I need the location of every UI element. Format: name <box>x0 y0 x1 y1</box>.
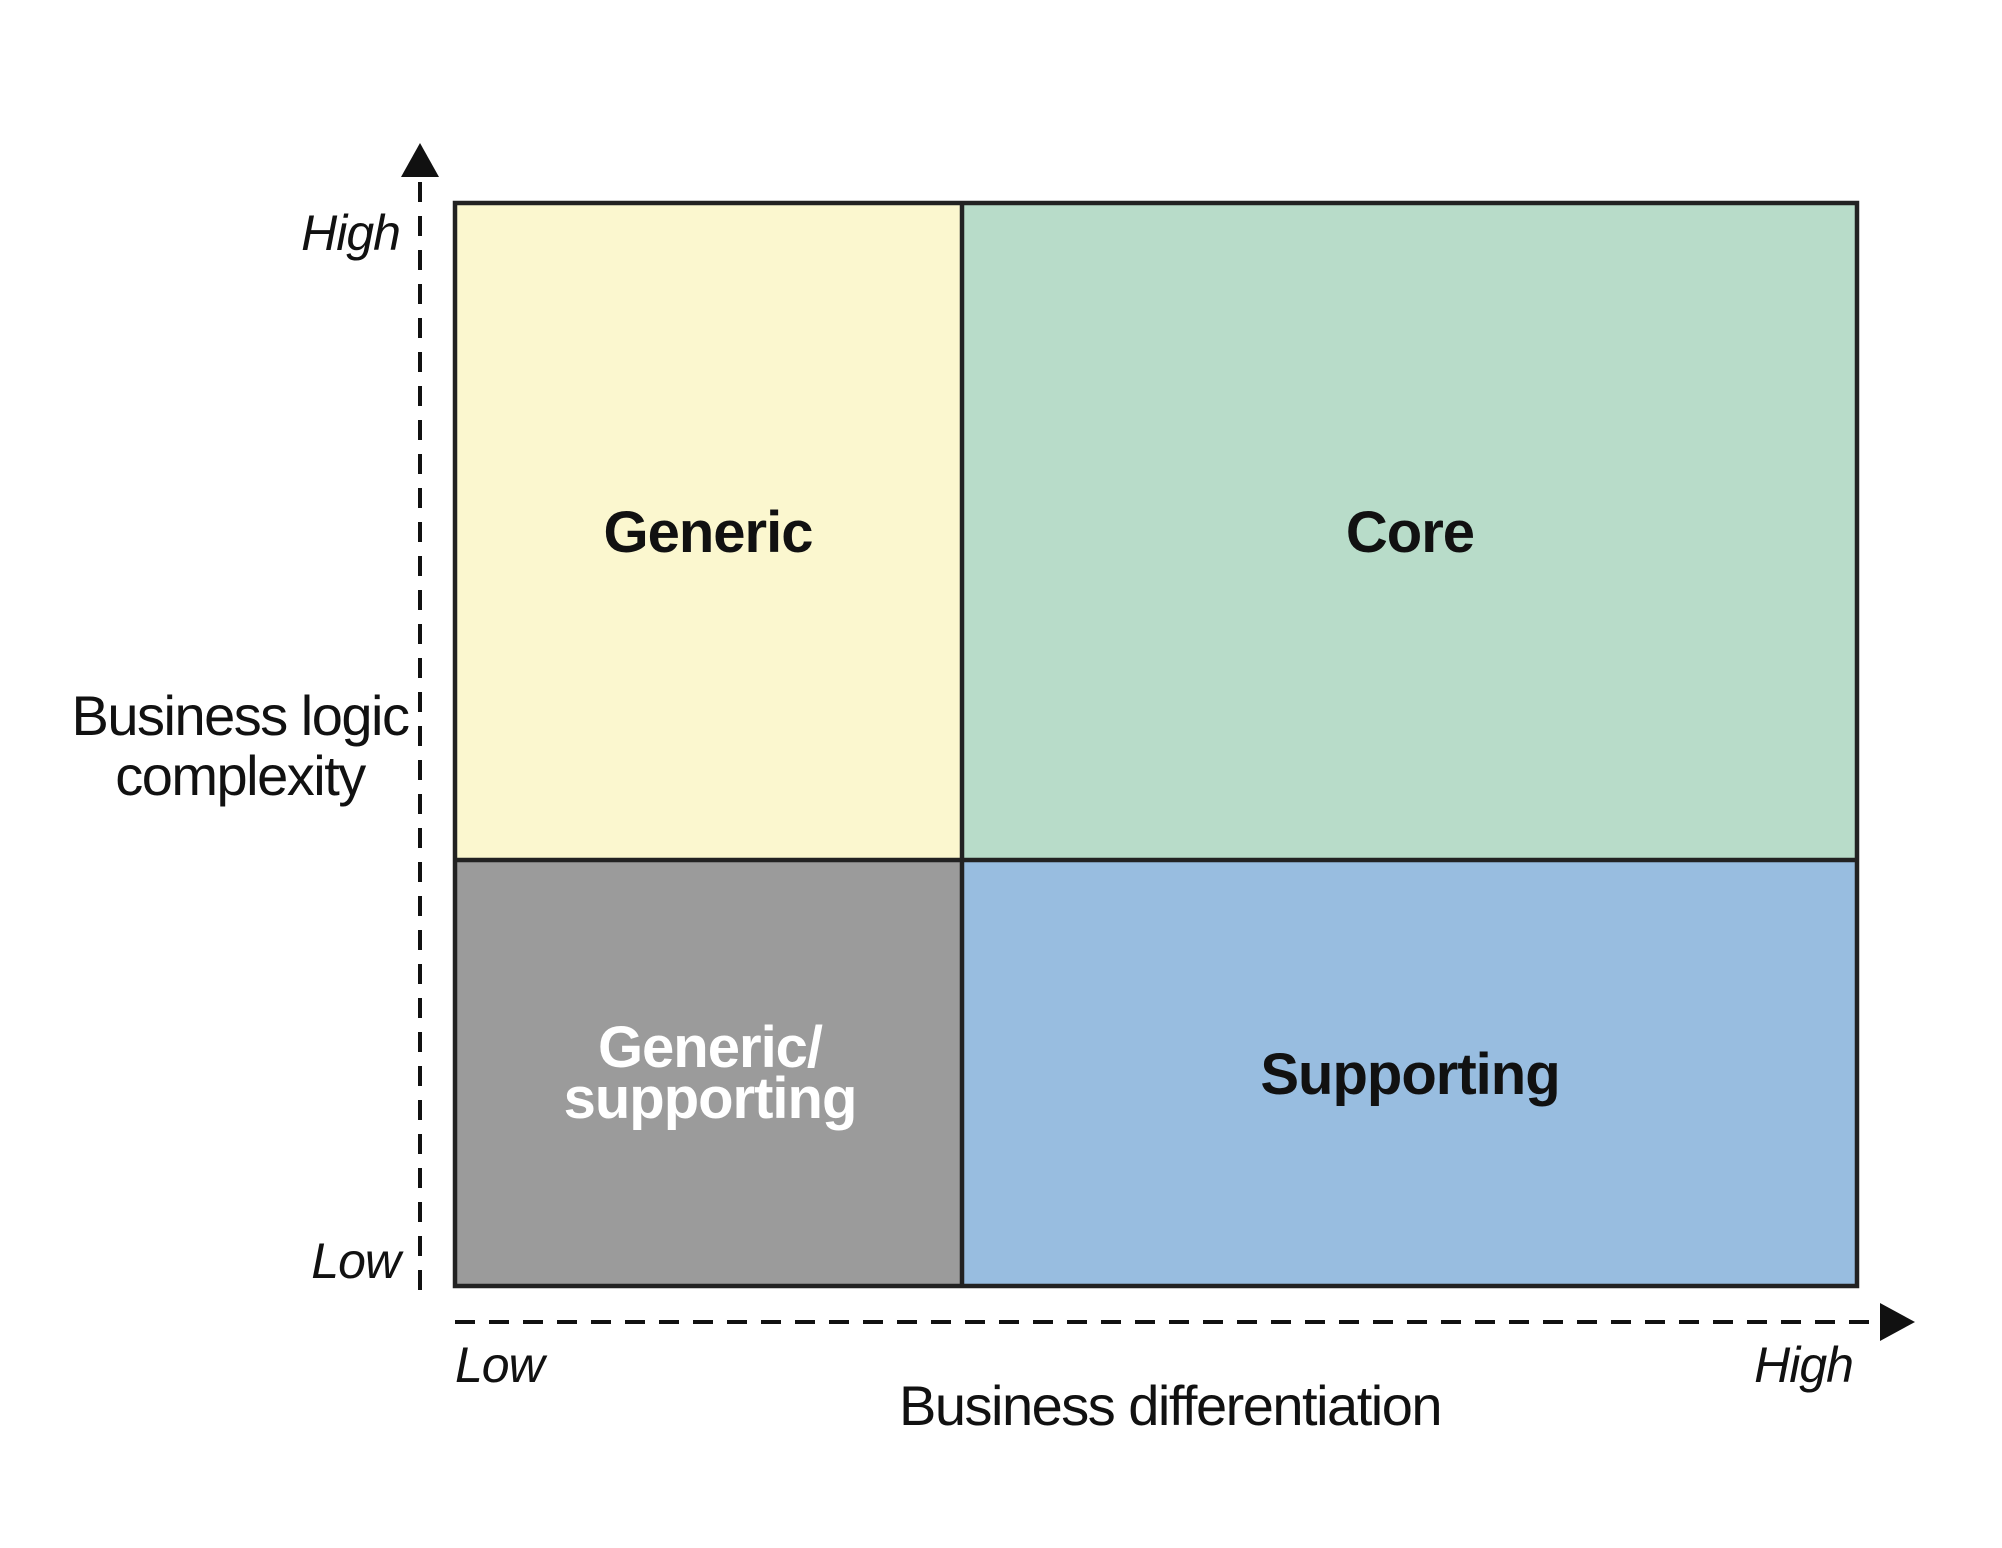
y-axis-high-label: High <box>301 205 400 261</box>
y-axis-low-label: Low <box>311 1233 404 1289</box>
supporting-quadrant <box>962 860 1857 1286</box>
y-axis-title-line-1: Business logic <box>72 684 409 747</box>
generic-supporting-label-line-1: Generic/ <box>598 1015 823 1080</box>
generic-label: Generic <box>604 500 813 565</box>
x-axis-high-label: High <box>1754 1337 1853 1393</box>
generic-supporting-label-line-2: supporting <box>564 1066 857 1131</box>
generic-quadrant <box>455 203 962 860</box>
generic-supporting-quadrant <box>455 860 962 1286</box>
grid-borders <box>452 200 1860 1289</box>
supporting-label: Supporting <box>1260 1042 1559 1107</box>
x-axis-arrowhead-icon <box>1880 1303 1915 1341</box>
x-axis-low-label: Low <box>455 1337 548 1393</box>
x-axis-title: Business differentiation <box>899 1374 1441 1437</box>
y-axis-arrowhead-icon <box>401 143 439 177</box>
outer-border <box>452 200 1860 1289</box>
core-quadrant <box>962 203 1857 860</box>
core-label: Core <box>1346 500 1474 565</box>
y-axis-title-line-2: complexity <box>115 744 366 807</box>
